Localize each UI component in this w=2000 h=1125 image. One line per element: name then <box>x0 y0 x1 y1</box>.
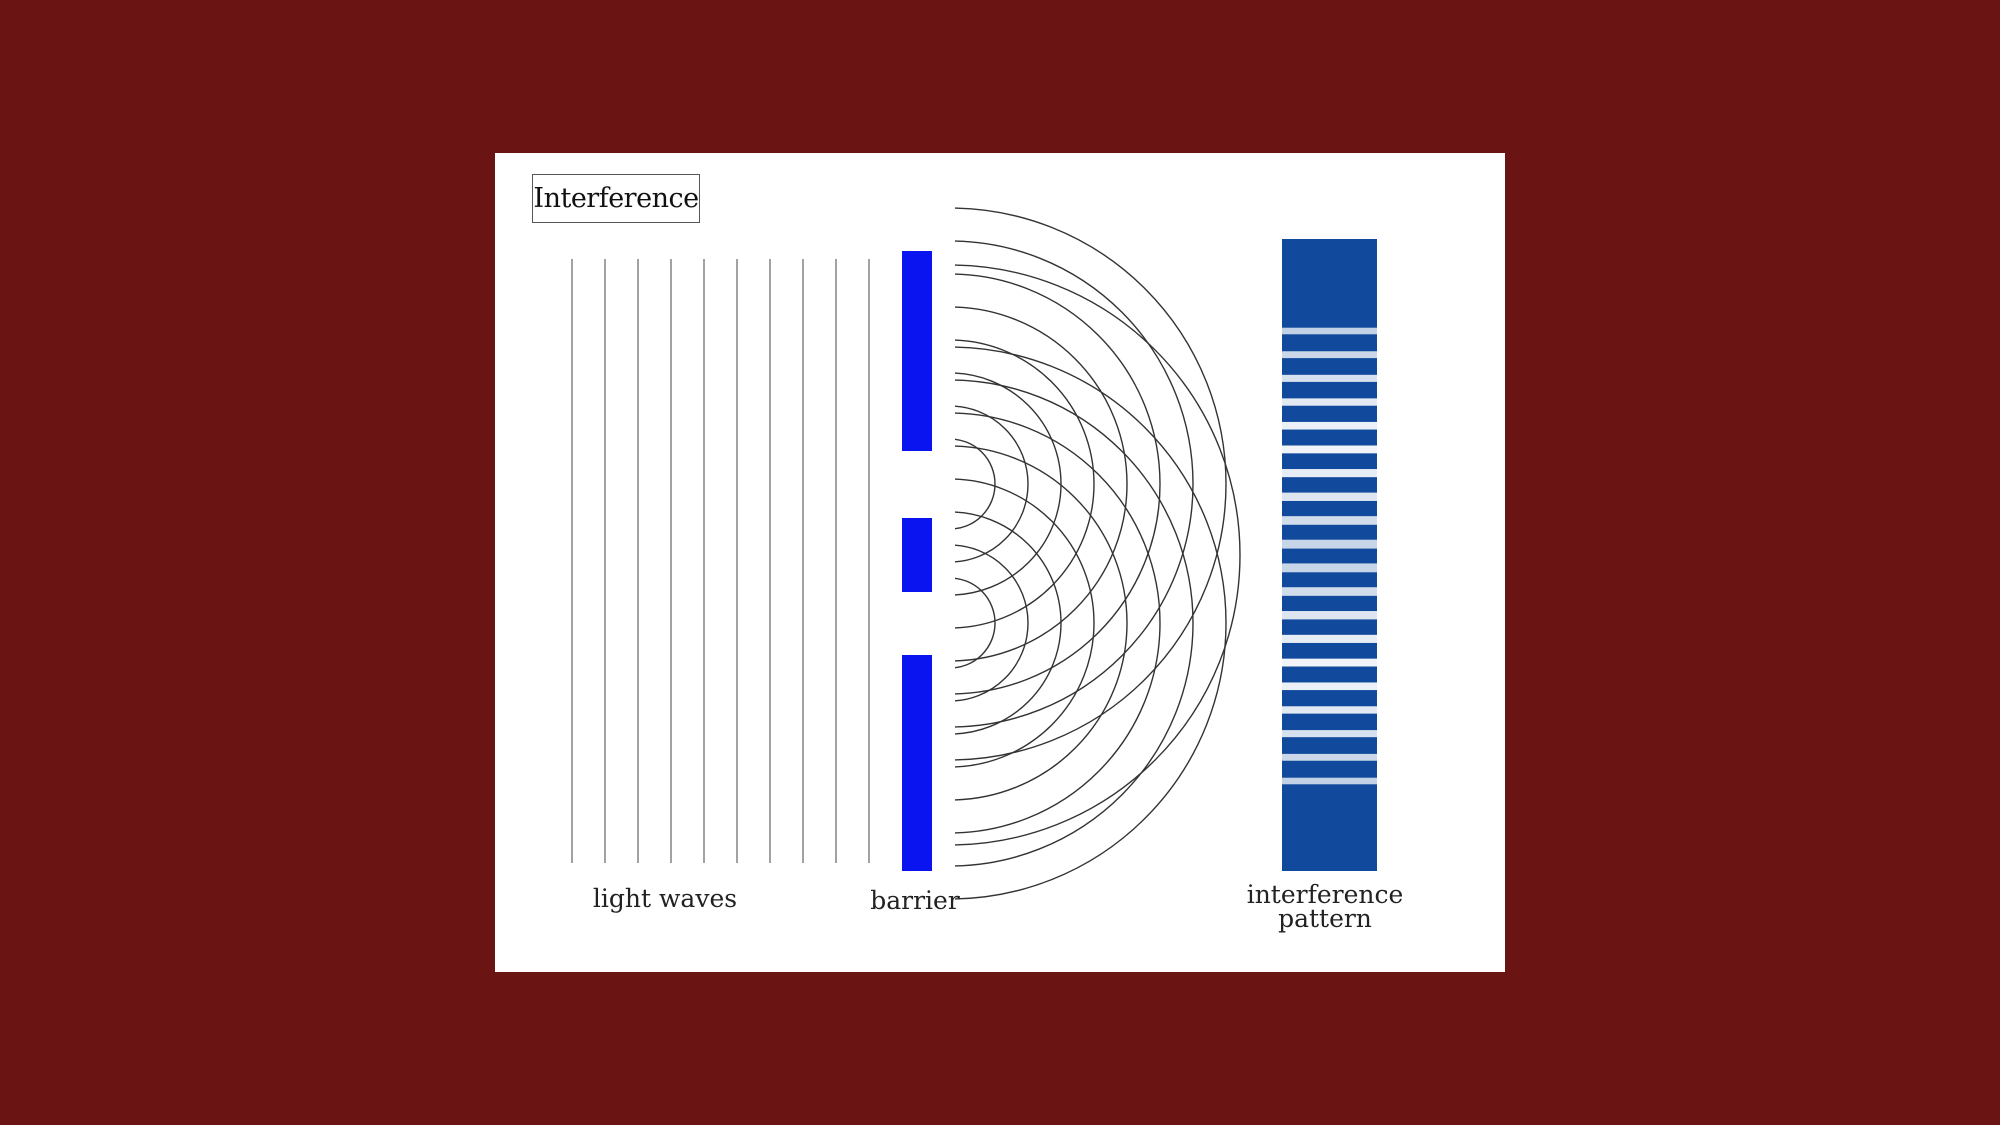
light-fringe <box>1282 611 1377 620</box>
light-fringe <box>1282 351 1377 359</box>
light-fringe <box>1282 539 1377 549</box>
circular-wavefront <box>955 412 1161 834</box>
incoming-plane-wavefronts <box>571 259 870 863</box>
interference-pattern-label-line1: interference <box>1246 880 1404 909</box>
light-fringe <box>1282 682 1377 691</box>
barrier-segment <box>902 251 932 451</box>
circular-wavefront <box>955 544 1029 702</box>
circular-wavefront <box>955 577 996 669</box>
light-fringe <box>1282 469 1377 478</box>
circular-wavefront <box>955 273 1161 695</box>
circular-wavefront <box>955 346 1227 900</box>
circular-wavefront <box>955 511 1062 735</box>
barrier-segment <box>902 655 932 871</box>
circular-wavefront <box>955 478 1095 768</box>
diffracted-circular-waves <box>955 207 1241 900</box>
light-fringe <box>1282 730 1377 738</box>
light-fringe <box>1282 421 1377 430</box>
light-fringe <box>1282 587 1377 596</box>
barrier-segment <box>902 518 932 592</box>
interference-pattern-label: interference pattern <box>1225 880 1425 933</box>
light-waves-label: light waves <box>592 884 738 913</box>
circular-wavefront <box>955 240 1194 728</box>
circular-wavefront <box>955 445 1128 801</box>
outer-wavefront <box>955 264 1241 846</box>
interference-pattern-strip <box>1282 239 1377 871</box>
light-fringe <box>1282 492 1377 501</box>
light-fringe <box>1282 658 1377 667</box>
barrier-label: barrier <box>870 886 960 915</box>
light-fringe <box>1282 753 1377 761</box>
light-fringe <box>1282 516 1377 525</box>
barrier <box>902 251 932 871</box>
light-fringe <box>1282 398 1377 406</box>
interference-pattern-label-line2: pattern <box>1278 904 1372 933</box>
light-fringe <box>1282 374 1377 382</box>
diagram-canvas <box>571 207 1377 900</box>
pattern-background <box>1282 239 1377 871</box>
circular-wavefront <box>955 438 996 530</box>
light-fringe <box>1282 445 1377 454</box>
light-fringe <box>1282 563 1377 573</box>
circular-wavefront <box>955 339 1095 629</box>
light-fringe <box>1282 327 1377 335</box>
circular-wavefront <box>955 379 1194 867</box>
diagram-figure: Interference light waves barrier interfe… <box>495 153 1505 972</box>
circular-wavefront <box>955 405 1029 563</box>
circular-wavefront <box>955 207 1227 761</box>
light-fringe <box>1282 777 1377 785</box>
diagram-title: Interference <box>532 174 700 223</box>
circular-wavefront <box>955 372 1062 596</box>
light-fringe <box>1282 634 1377 643</box>
light-fringe <box>1282 706 1377 714</box>
circular-wavefront <box>955 306 1128 662</box>
